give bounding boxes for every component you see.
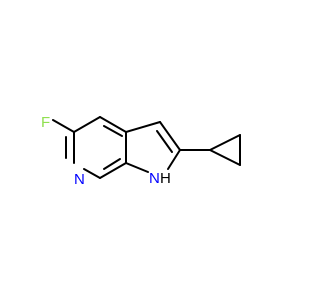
- pyrrole-hydrogen-label: H: [160, 170, 171, 187]
- fluorine-atom-label: F: [41, 114, 50, 131]
- bond-c3-c2-inner: [156, 130, 173, 153]
- pyrrole-nitrogen-label: N: [149, 170, 160, 187]
- bond-c3a-c7a-inner: [103, 158, 121, 170]
- bond-c3a-c7a: [99, 162, 127, 179]
- bond-cp-c: [209, 149, 241, 166]
- bond-c4-c5: [99, 116, 127, 133]
- bond-c6-f: [52, 119, 75, 133]
- bond-c5-c6: [73, 116, 101, 133]
- bond-c2-n1: [167, 149, 181, 170]
- bond-n1-c7a: [125, 162, 149, 173]
- bond-c7a-n7: [83, 168, 101, 179]
- bond-c4-c5-inner: [103, 125, 123, 137]
- pyridine-nitrogen-label: N: [74, 171, 85, 188]
- bond-cp-a: [209, 134, 241, 151]
- bond-c3-c2: [159, 121, 181, 151]
- molecule-drawing: F N N H: [41, 114, 241, 188]
- structure-canvas: F N N H: [41, 114, 241, 188]
- bond-c3a-c3: [125, 121, 161, 133]
